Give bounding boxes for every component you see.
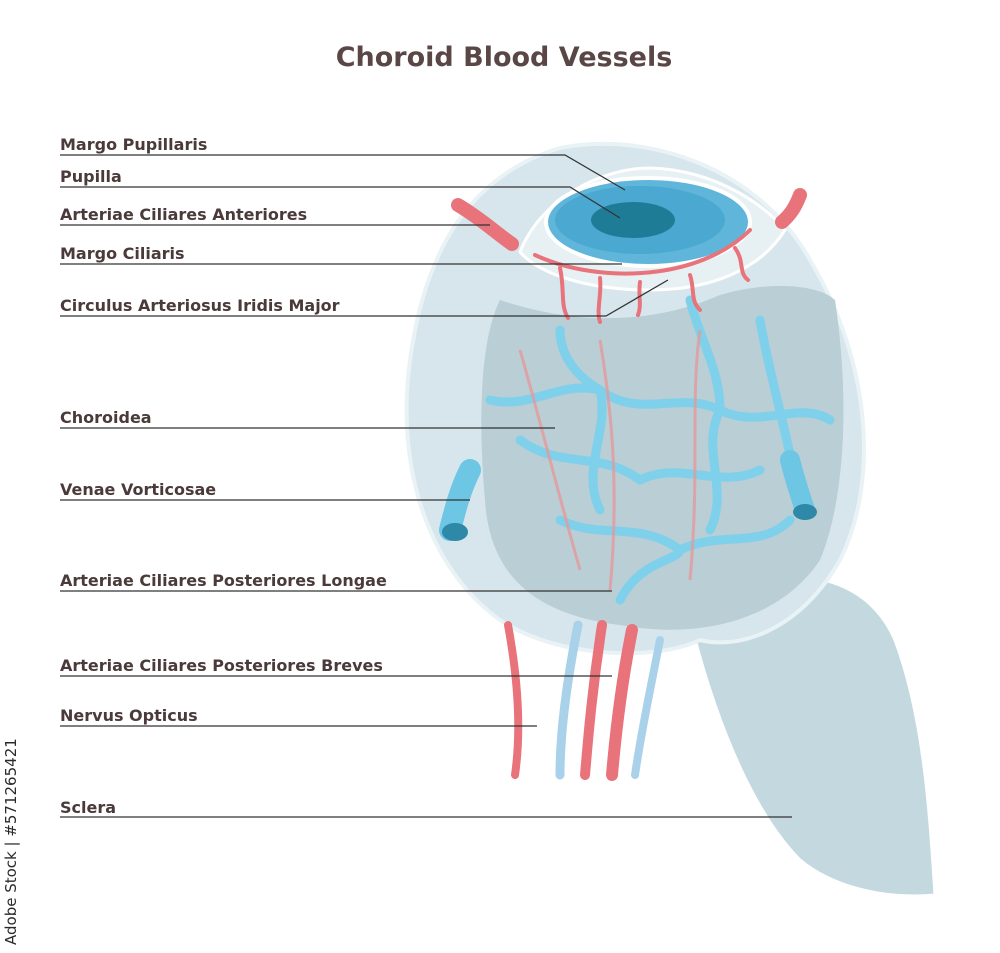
diagram-title: Choroid Blood Vessels	[335, 42, 673, 73]
label-arteriae-ciliares-anteriores: Arteriae Ciliares Anteriores	[60, 205, 308, 224]
label-circulus-arteriosus: Circulus Arteriosus Iridis Major	[60, 296, 340, 315]
label-arteriae-posteriores-breves: Arteriae Ciliares Posteriores Breves	[60, 656, 383, 675]
label-venae-vorticosae: Venae Vorticosae	[60, 480, 217, 499]
label-arteriae-posteriores-longae: Arteriae Ciliares Posteriores Longae	[60, 571, 387, 590]
pupil	[591, 202, 675, 238]
label-pupilla: Pupilla	[60, 167, 122, 186]
anterior-ciliary-artery-right	[775, 188, 807, 229]
choroid-arteries	[518, 329, 702, 591]
label-margo-ciliaris: Margo Ciliaris	[60, 244, 185, 263]
leader-lines	[60, 154, 792, 818]
optic-nerve-vessels	[504, 620, 664, 781]
sclera-optic-sheath	[688, 575, 937, 898]
label-choroidea: Choroidea	[60, 408, 152, 427]
label-sclera: Sclera	[60, 798, 117, 817]
label-margo-pupillaris: Margo Pupillaris	[60, 135, 208, 154]
stock-id: Adobe Stock | #571265421	[2, 738, 20, 945]
label-nervus-opticus: Nervus Opticus	[60, 706, 198, 725]
